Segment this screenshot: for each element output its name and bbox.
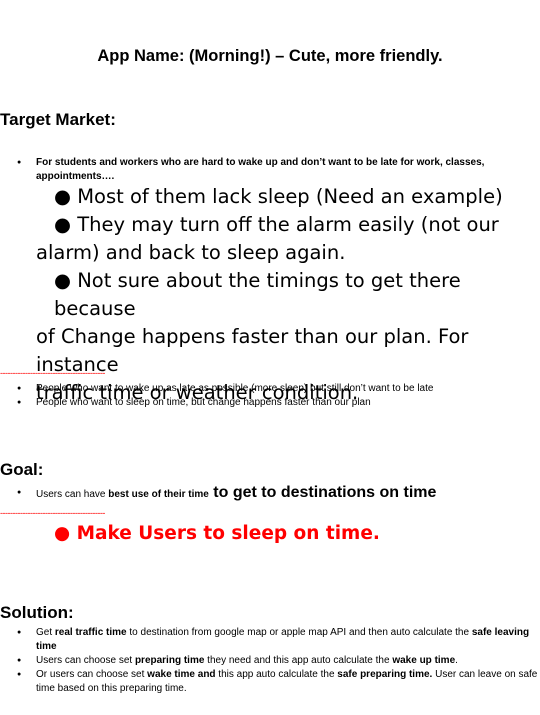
list-item: Get real traffic time to destination fro… <box>0 626 540 654</box>
list-item: Users can have best use of their time to… <box>0 484 540 502</box>
target-market-sub-points: ● Most of them lack sleep (Need an examp… <box>36 183 540 407</box>
separator-line: ----------------------------------------… <box>0 368 105 378</box>
list-item-text-bold: real traffic time <box>54 627 127 638</box>
goal-text: Users can have <box>36 489 109 500</box>
list-item-text: Or users can choose set <box>36 669 148 680</box>
page-title: App Name: (Morning!) – Cute, more friend… <box>97 47 443 65</box>
solution-heading: Solution: <box>0 603 74 622</box>
sub-point: ● They may turn off the alarm easily (no… <box>54 213 499 236</box>
list-item-text: Get <box>36 627 55 638</box>
sub-point: alarm) and back to sleep again. <box>36 241 346 264</box>
list-item-text: they need and this app auto calculate th… <box>204 655 393 666</box>
goal-text-large: to get to destinations on time <box>208 484 437 501</box>
goal-highlight: ● Make Users to sleep on time. <box>54 523 380 544</box>
target-market-heading: Target Market: <box>0 110 116 129</box>
list-item-text-bold: safe preparing time. <box>337 669 433 680</box>
list-item-text: People who want to wake up as late as po… <box>36 383 434 394</box>
list-item-text: People who want to sleep on time, but ch… <box>36 397 371 408</box>
goal-heading: Goal: <box>0 460 44 479</box>
list-item-text: For students and workers who are hard to… <box>36 157 485 182</box>
list-item-text: Users can choose set <box>36 655 135 666</box>
list-item: For students and workers who are hard to… <box>0 156 534 184</box>
target-market-list: For students and workers who are hard to… <box>0 156 534 184</box>
sub-point: ● Not sure about the timings to get ther… <box>54 269 461 320</box>
list-item-text-bold: preparing time <box>134 655 205 666</box>
list-item: People who want to wake up as late as po… <box>0 382 540 396</box>
sub-point: ● Most of them lack sleep (Need an examp… <box>54 185 503 208</box>
goal-text-bold: best use of their time <box>108 489 209 500</box>
list-item: Users can choose set preparing time they… <box>0 654 540 668</box>
goal-list: Users can have best use of their time to… <box>0 484 540 502</box>
list-item: Or users can choose set wake time and th… <box>0 668 540 696</box>
solution-list: Get real traffic time to destination fro… <box>0 626 540 696</box>
list-item-text: this app auto calculate the <box>215 669 338 680</box>
list-item-text: User can leave on safe time based on thi… <box>36 669 538 694</box>
list-item-text-bold: wake up time <box>392 655 456 666</box>
separator-line: ----------------------------------------… <box>0 508 105 518</box>
list-item-text: to destination from google map or apple … <box>126 627 472 638</box>
sub-point: of Change happens faster than our plan. … <box>36 325 469 376</box>
list-item-text-bold: wake time and <box>147 669 216 680</box>
list-item: People who want to sleep on time, but ch… <box>0 396 540 410</box>
list-item-text-bold: safe leaving time <box>36 627 530 652</box>
list-item-text: . <box>455 655 458 666</box>
target-market-extra-list: People who want to wake up as late as po… <box>0 382 540 410</box>
